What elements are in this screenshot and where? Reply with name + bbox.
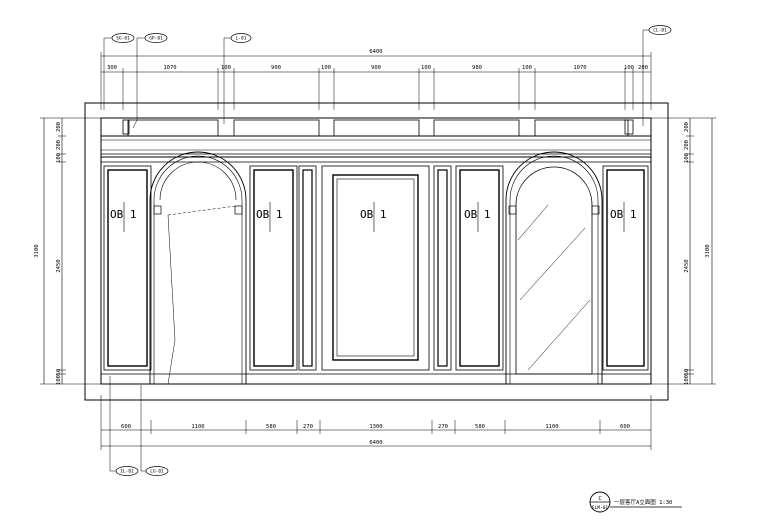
dim-label: 3100 [705, 244, 711, 257]
dim-label: 100 [421, 65, 431, 71]
material-label: OB 1 [610, 208, 637, 221]
top-dimensions: 6400 300 1070 100 900 100 900 100 980 10… [100, 49, 652, 110]
dim-label: 100 [321, 65, 331, 71]
material-label: OB 1 [360, 208, 387, 221]
overall-width-top: 6400 [369, 49, 382, 55]
elevation-sheet: ELM-01 [592, 505, 609, 511]
dim-label: 600 [121, 424, 131, 430]
dim-label: 200 [56, 122, 62, 132]
dim-label: 900 [371, 65, 381, 71]
dim-label: 270 [303, 424, 313, 430]
dim-label: 100 [684, 375, 690, 385]
dim-label: 580 [266, 424, 276, 430]
dim-label: 100 [624, 65, 634, 71]
material-tag: LG-01 [150, 469, 164, 475]
material-tag: SG-01 [116, 36, 130, 42]
dim-label: 600 [620, 424, 630, 430]
dim-label: 200 [684, 140, 690, 150]
dim-label: 100 [221, 65, 231, 71]
dim-label: 3100 [34, 244, 40, 257]
left-dimensions: 3100 200 200 100 2450 50 100 [34, 117, 101, 385]
dim-label: 50 [56, 369, 62, 376]
dim-label: 1100 [191, 424, 204, 430]
material-label: OB 1 [110, 208, 137, 221]
dim-label: 200 [684, 122, 690, 132]
dim-label: 2450 [56, 259, 62, 272]
dim-label: 100 [56, 153, 62, 163]
dim-label: 1070 [573, 65, 586, 71]
dim-label: 1070 [163, 65, 176, 71]
material-label: OB 1 [464, 208, 491, 221]
elevation-caption: 一层客厅A立面图 1:30 [614, 498, 672, 506]
material-tag: GP-01 [149, 36, 163, 42]
dim-label: 100 [522, 65, 532, 71]
dim-label: 270 [438, 424, 448, 430]
material-tag: CL-01 [653, 28, 667, 34]
dim-label: 1100 [545, 424, 558, 430]
material-tag: L-01 [236, 36, 247, 42]
dim-label: 50 [684, 369, 690, 376]
title-block: C ELM-01 一层客厅A立面图 1:30 [589, 491, 682, 513]
material-labels: OB 1 OB 1 OB 1 OB 1 OB 1 [110, 202, 637, 232]
dim-label: 300 [107, 65, 117, 71]
dim-label: 100 [684, 153, 690, 163]
wall-frame [100, 117, 652, 385]
material-tag: IL-01 [120, 469, 134, 475]
dim-label: 2450 [684, 259, 690, 272]
outer-frame [84, 102, 669, 401]
dim-label: 580 [475, 424, 485, 430]
right-dimensions: 3100 200 200 100 2450 50 100 [651, 117, 716, 385]
dim-label: 100 [56, 375, 62, 385]
bottom-dimensions: 600 1100 580 270 1300 270 580 1100 600 6… [100, 395, 652, 450]
dim-label: 200 [56, 140, 62, 150]
overall-width-bottom: 6400 [369, 440, 382, 446]
elevation-letter: C [598, 496, 601, 502]
callout-tags: SG-01 GP-01 L-01 CL-01 IL-01 LG-01 [103, 25, 672, 476]
dim-label: 1300 [369, 424, 382, 430]
dim-label: 980 [472, 65, 482, 71]
wall-panels [103, 151, 649, 385]
dim-label: 900 [271, 65, 281, 71]
material-label: OB 1 [256, 208, 283, 221]
cornice-band [101, 119, 651, 163]
